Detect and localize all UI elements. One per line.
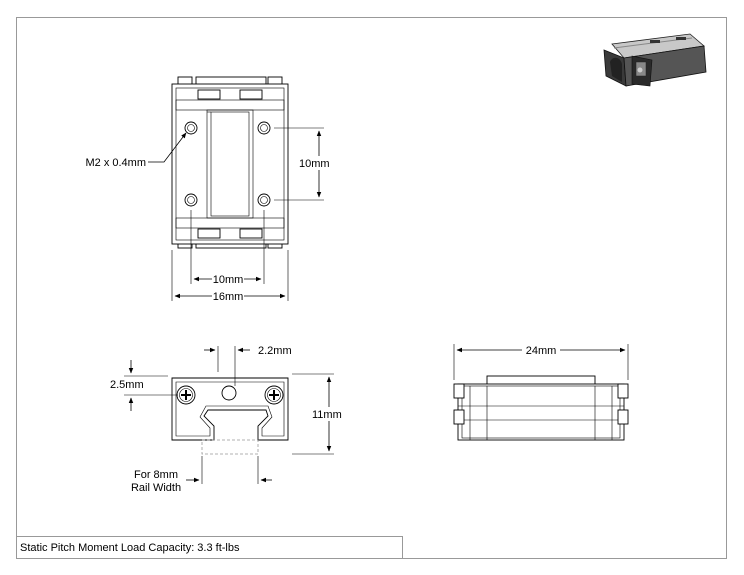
dimension-hole-spacing-h: 10mm — [190, 210, 265, 286]
dimension-hole-spacing-v: 10mm — [274, 127, 331, 201]
top-view — [171, 76, 289, 249]
mounting-hole — [257, 193, 271, 207]
dimension-thread: M2 x 0.4mm — [85, 132, 187, 169]
center-hole — [221, 385, 237, 401]
dimension-width: 16mm — [171, 250, 289, 303]
dimension-offset: 2.2mm — [204, 345, 292, 386]
phillips-screw-icon — [176, 385, 196, 405]
dimension-height: 11mm — [292, 373, 347, 455]
side-view — [453, 375, 629, 441]
hole-spacing-v-label: 10mm — [299, 158, 330, 170]
rail-note-line-1: For 8mm — [134, 469, 178, 481]
rail-outline — [201, 439, 259, 455]
phillips-screw-icon — [264, 385, 284, 405]
top-offset-label: 2.5mm — [110, 379, 144, 391]
rail-note-line-2: Rail Width — [131, 482, 181, 494]
dimension-rail: For 8mm Rail Width — [131, 456, 272, 494]
front-view — [171, 377, 289, 455]
length-label: 24mm — [526, 345, 557, 357]
width-label: 16mm — [213, 291, 244, 303]
mounting-hole — [184, 121, 198, 135]
drawing-frame — [16, 17, 727, 559]
mounting-hole — [184, 193, 198, 207]
mounting-hole — [257, 121, 271, 135]
load-capacity-note: Static Pitch Moment Load Capacity: 3.3 f… — [20, 542, 240, 554]
offset-label: 2.2mm — [258, 345, 292, 357]
hole-spacing-h-label: 10mm — [213, 274, 244, 286]
dimension-length: 24mm — [453, 343, 629, 380]
dimension-top-offset: 2.5mm — [110, 360, 178, 411]
height-label: 11mm — [312, 409, 342, 421]
thread-label: M2 x 0.4mm — [85, 157, 146, 169]
isometric-preview — [603, 33, 707, 87]
